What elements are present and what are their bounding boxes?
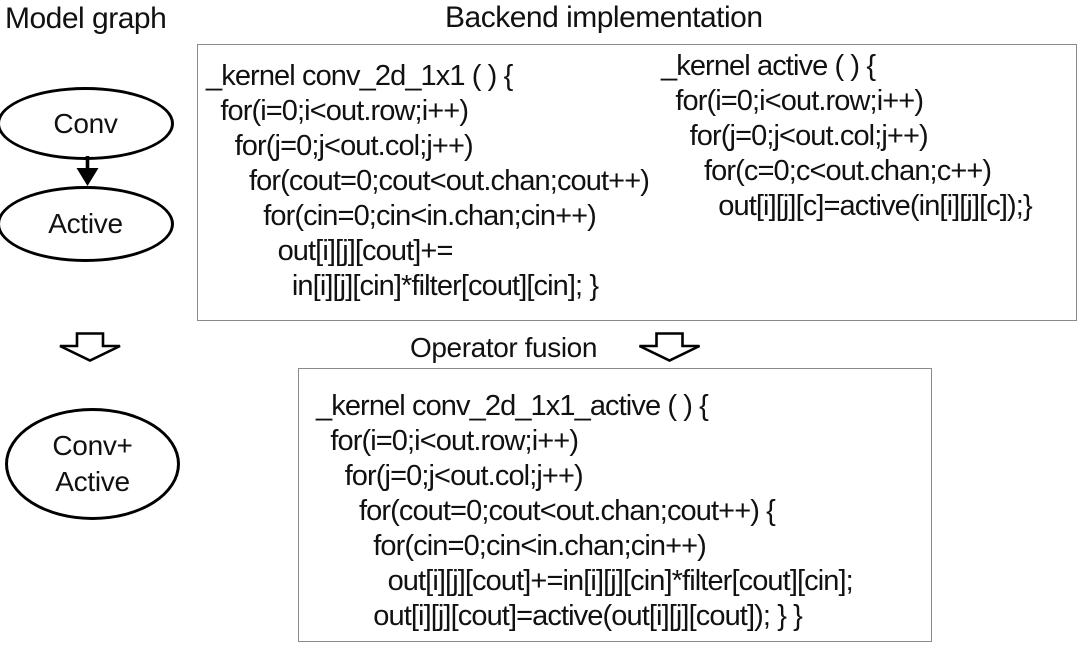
fusion-down-arrow-right-icon: [638, 332, 701, 362]
graph-node-conv: Conv: [0, 87, 174, 160]
fused-kernel-code: _kernel conv_2d_1x1_active ( ) { for(i=0…: [316, 390, 854, 632]
graph-node-active: Active: [0, 186, 174, 262]
active-kernel-code: _kernel active ( ) { for(i=0;i<out.row;i…: [661, 50, 1033, 222]
fused-node-label: Conv+ Active: [52, 430, 133, 497]
conv-kernel-code: _kernel conv_2d_1x1 ( ) { for(i=0;i<out.…: [206, 60, 650, 302]
fused-kernel-box: [298, 368, 932, 642]
fusion-down-arrow-left-icon: [59, 332, 121, 362]
active-node-label: Active: [48, 208, 123, 239]
backend-implementation-title: Backend implementation: [445, 1, 763, 34]
operator-fusion-label: Operator fusion: [410, 332, 597, 363]
model-graph-title: Model graph: [5, 2, 167, 35]
graph-node-conv-active-fused: Conv+ Active: [5, 408, 180, 520]
backend-implementation-box: [197, 44, 1077, 321]
conv-node-label: Conv: [53, 107, 118, 139]
edge-arrow-icon: [76, 156, 99, 186]
